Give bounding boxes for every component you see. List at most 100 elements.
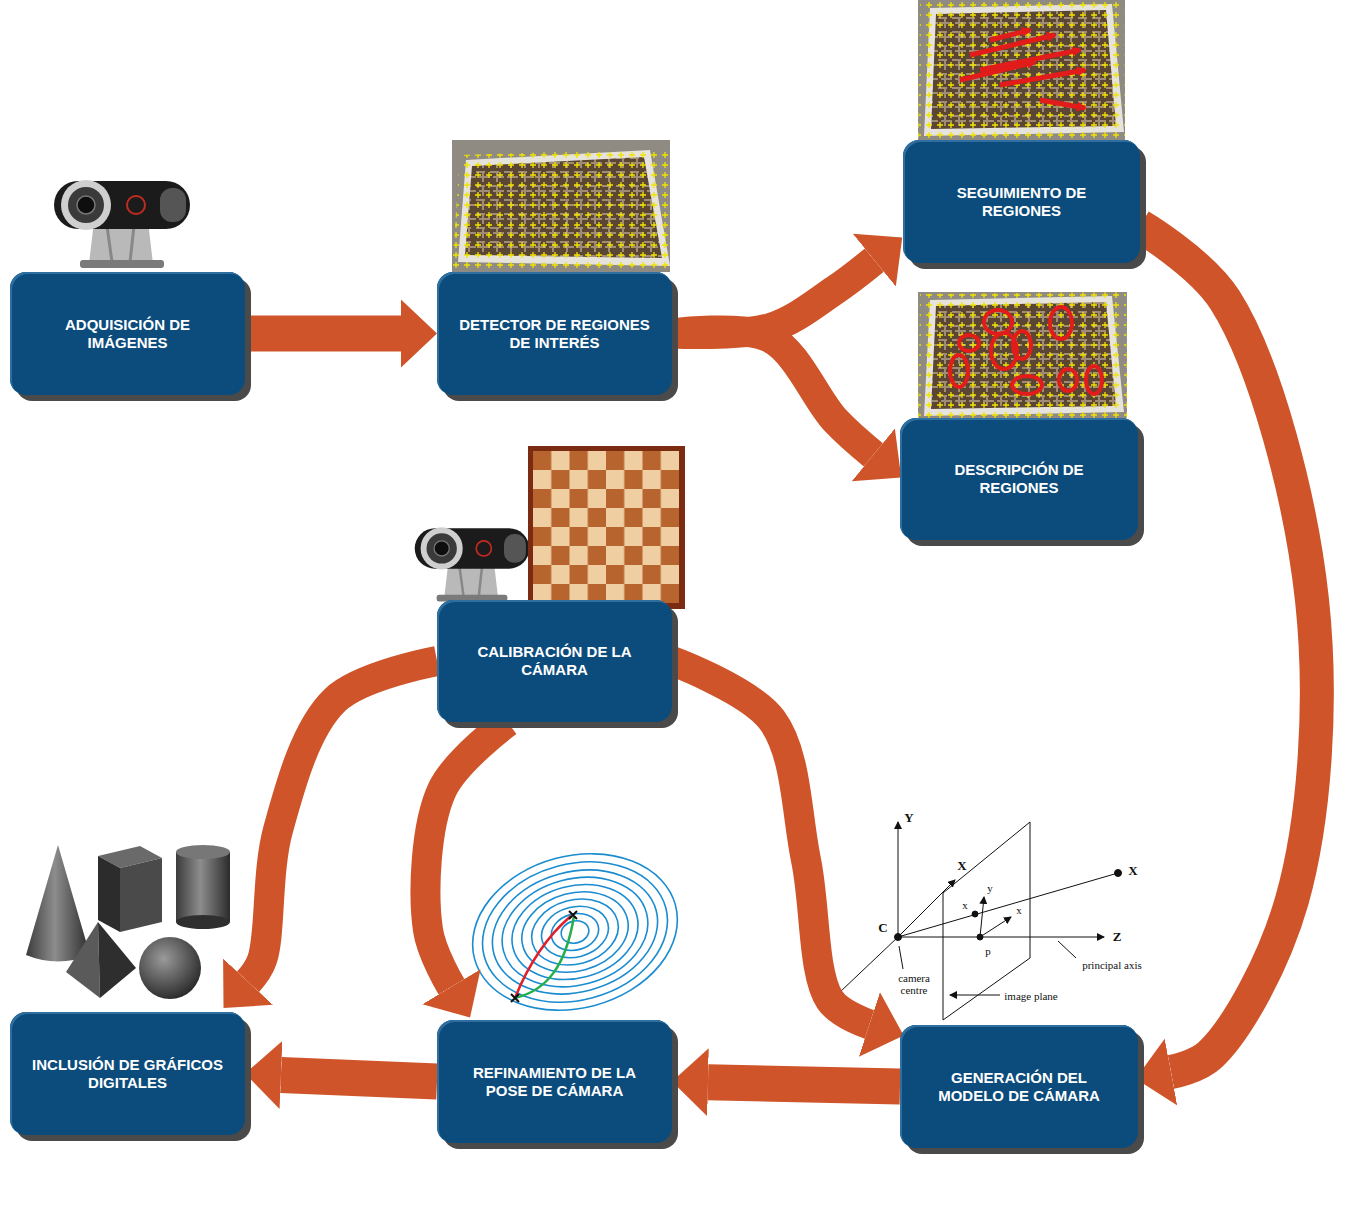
tracking-photo-part-part	[1000, 70, 1085, 85]
optimization-contours-part	[515, 916, 574, 998]
camera-model-figure-part	[950, 995, 1000, 996]
optimization-contours-part-part	[490, 862, 660, 1003]
box-label: GENERACIÓN DEL MODELO DE CÁMARA	[920, 1069, 1118, 1105]
process-box: GENERACIÓN DEL MODELO DE CÁMARA	[900, 1025, 1138, 1148]
tracking-photo-part	[960, 30, 1085, 108]
tracking-photo-part	[918, 0, 1125, 140]
figure-label: image plane	[1003, 990, 1058, 1002]
solid-shapes-part	[98, 856, 120, 932]
description-photo-part	[950, 307, 1102, 394]
camera-model-figure-part	[1058, 941, 1076, 958]
solid-shapes-part	[98, 922, 136, 998]
webcam-icon	[415, 527, 530, 601]
solid-shapes-part	[176, 845, 230, 859]
figure-label: p	[984, 945, 992, 957]
solid-shapes-part	[176, 915, 230, 929]
flow-arrow	[245, 316, 401, 352]
tracking-photo-part-part	[1040, 100, 1085, 108]
box-label: ADQUISICIÓN DE IMÁGENES	[30, 316, 225, 352]
process-box: CALIBRACIÓN DE LA CÁMARA	[437, 600, 672, 722]
flow-arrow	[1140, 226, 1317, 1072]
camera-model-figure-part	[898, 937, 1104, 938]
description-photo-part-part	[1013, 331, 1031, 359]
box-label: INCLUSIÓN DE GRÁFICOS DIGITALES	[30, 1056, 225, 1092]
feature-photo-part	[452, 140, 670, 272]
flow-arrow	[708, 1082, 900, 1086]
process-box: SEGUIMIENTO DE REGIONES	[903, 140, 1140, 263]
tracking-photo-part-part	[980, 50, 1080, 70]
tracking-photo-part	[918, 0, 1125, 140]
process-box: ADQUISICIÓN DE IMÁGENES	[10, 272, 245, 395]
figure-label: x	[1015, 904, 1023, 916]
camera-model-figure-part	[840, 937, 898, 992]
solid-shapes-part	[120, 858, 162, 932]
description-photo-part-part	[1086, 366, 1102, 394]
solid-shapes-part	[66, 922, 100, 998]
camera-model-figure-part	[972, 911, 978, 917]
camera-model-figure-part	[898, 873, 1118, 937]
chessboard-part	[533, 451, 679, 603]
solid-shapes-part	[139, 937, 201, 999]
description-photo-part-part	[950, 355, 968, 387]
chessboard	[528, 446, 685, 609]
solid-shapes-part	[176, 852, 230, 922]
optimization-contours-part-part	[513, 880, 638, 983]
description-photo-part	[918, 292, 1127, 418]
description-photo-part-part	[1050, 307, 1072, 339]
flow-arrow	[248, 661, 437, 982]
optimization-contours-part-part	[536, 899, 615, 965]
optimization-contours-part	[511, 911, 577, 1002]
figure-label: y	[986, 882, 994, 894]
flow-arrow	[672, 661, 869, 1024]
figure-label: Y	[903, 812, 914, 824]
camera-model-figure-part	[899, 946, 903, 969]
camera-model-figure-part	[895, 934, 902, 941]
box-label: SEGUIMIENTO DE REGIONES	[923, 184, 1120, 220]
process-box: DESCRIPCIÓN DE REGIONES	[900, 418, 1138, 540]
figure-label: Z	[1112, 931, 1123, 943]
tracking-photo	[918, 0, 1125, 140]
optimization-contours-part-part	[467, 842, 684, 1022]
chessboard-part	[528, 446, 685, 609]
optimization-contours-part-part	[455, 832, 695, 1033]
camera-model-figure-part	[980, 917, 1011, 937]
tracking-photo-part-part	[960, 62, 1035, 80]
box-label: REFINAMIENTO DE LA POSE DE CÁMARA	[457, 1064, 652, 1100]
flow-arrow	[426, 722, 508, 987]
box-label: CALIBRACIÓN DE LA CÁMARA	[457, 643, 652, 679]
solid-shapes	[26, 845, 230, 999]
feature-photo-part	[452, 148, 670, 272]
description-photo-part-part	[1012, 376, 1042, 394]
camera-model-figure-part	[898, 822, 899, 937]
flow-arrow	[672, 330, 873, 454]
box-label: DETECTOR DE REGIONES DE INTERÉS	[457, 316, 652, 352]
process-box: REFINAMIENTO DE LA POSE DE CÁMARA	[437, 1020, 672, 1143]
description-photo-part	[918, 292, 1127, 418]
tracking-photo-part-part	[990, 30, 1030, 40]
process-box: DETECTOR DE REGIONES DE INTERÉS	[437, 272, 672, 395]
box-label: DESCRIPCIÓN DE REGIONES	[920, 461, 1118, 497]
figure-label: camera centre	[893, 972, 935, 996]
camera-model-figure-part	[980, 897, 984, 937]
feature-photo	[452, 140, 670, 272]
solid-shapes-part	[26, 845, 90, 962]
camera-model-figure-part	[977, 934, 983, 940]
process-box: INCLUSIÓN DE GRÁFICOS DIGITALES	[10, 1012, 245, 1135]
camera-model-figure	[840, 822, 1122, 1020]
webcam-icon	[54, 180, 190, 268]
optimization-contours-part-part	[478, 852, 671, 1011]
optimization-contours-part-part	[501, 871, 648, 993]
optimization-contours	[455, 832, 695, 1033]
figure-label: C	[877, 922, 888, 934]
figure-label: X	[956, 860, 967, 872]
optimization-contours-part-part	[524, 890, 626, 975]
flow-arrow	[281, 1075, 437, 1082]
figure-label: x	[961, 899, 969, 911]
description-photo-part-part	[959, 335, 979, 351]
description-photo-part-part	[984, 310, 1012, 334]
tracking-photo-part-part	[970, 35, 1055, 55]
description-photo	[918, 292, 1127, 418]
camera-model-figure-part	[1115, 870, 1122, 877]
optimization-contours-part	[455, 832, 695, 1033]
